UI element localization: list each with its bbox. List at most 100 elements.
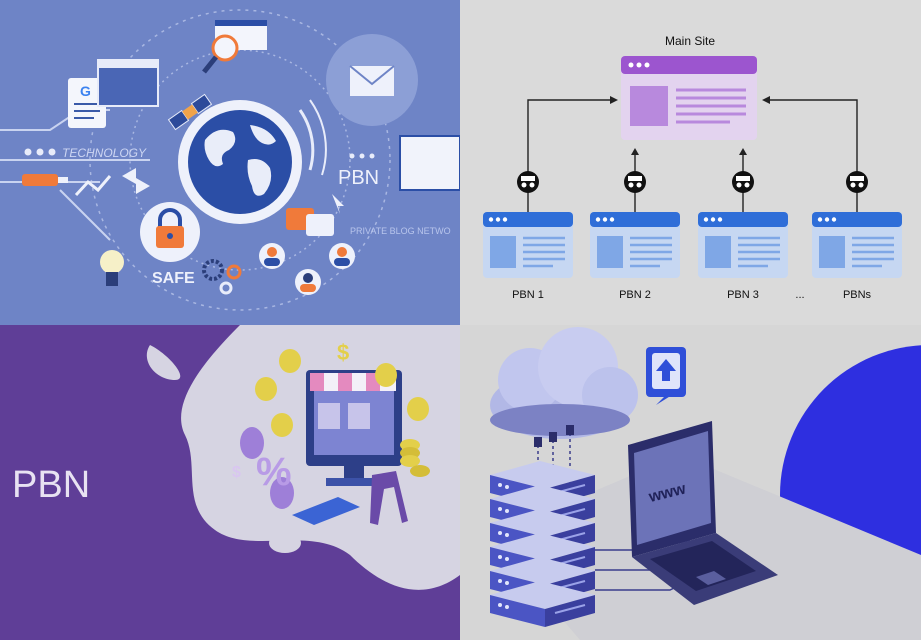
pbn-diagram: Main Site bbox=[483, 34, 902, 301]
percent-circle bbox=[270, 477, 294, 509]
pbn-diagram-panel: Main Site bbox=[460, 0, 921, 325]
dollar-icon: $ bbox=[232, 464, 241, 481]
pbn-marketing-panel: PBN % bbox=[0, 325, 460, 640]
cloud-server-illustration: www bbox=[490, 327, 921, 640]
laptop-trackpad bbox=[696, 571, 726, 585]
arrow-head bbox=[631, 148, 639, 155]
dot bbox=[369, 153, 375, 159]
incognito-icon bbox=[517, 171, 539, 193]
search-window-bar bbox=[215, 20, 267, 26]
usb-plug bbox=[58, 177, 68, 183]
gear-icon bbox=[202, 259, 224, 281]
coin-icon bbox=[271, 413, 293, 437]
easel-sign-icon bbox=[370, 471, 408, 525]
coin-icon bbox=[407, 397, 429, 421]
monitor-base bbox=[326, 478, 382, 486]
plug-icon bbox=[534, 437, 542, 447]
pbn-site-window bbox=[483, 212, 573, 278]
percent-icon: % bbox=[256, 450, 292, 494]
blob-drop bbox=[146, 345, 181, 380]
satellite-icon bbox=[167, 93, 213, 131]
laptop-screen bbox=[634, 431, 711, 545]
arrow-head bbox=[739, 148, 747, 155]
globe-continents bbox=[204, 125, 276, 196]
private-blog-network-label: PRIVATE BLOG NETWO bbox=[350, 226, 451, 236]
pbn-site-window bbox=[698, 212, 788, 278]
lock-shackle bbox=[158, 208, 182, 228]
dot bbox=[48, 148, 56, 156]
gear-icon bbox=[219, 281, 233, 295]
main-site-text-lines bbox=[676, 88, 746, 124]
main-site-label: Main Site bbox=[665, 34, 715, 48]
pbn-label: PBN 1 bbox=[512, 289, 544, 301]
technology-illustration-panel: TECHNOLOGY G bbox=[0, 0, 460, 325]
plug-icon bbox=[549, 432, 557, 442]
magnifier-handle bbox=[202, 55, 218, 74]
keyboard-icon bbox=[292, 497, 360, 525]
pbn-label: PBNs bbox=[843, 289, 872, 301]
percent-circle bbox=[240, 427, 264, 459]
upload-arrow-icon bbox=[656, 359, 676, 381]
incognito-icon bbox=[732, 171, 754, 193]
blob-drop bbox=[269, 533, 301, 553]
signal-arc bbox=[298, 109, 315, 171]
incognito-icon bbox=[624, 171, 646, 193]
main-site-titlebar bbox=[621, 56, 757, 74]
coins bbox=[255, 349, 430, 477]
envelope-flap bbox=[349, 65, 395, 86]
lightbulb-base bbox=[106, 272, 118, 286]
cloud-icon bbox=[490, 327, 638, 439]
usb-stick-icon bbox=[22, 174, 58, 186]
coin-icon bbox=[375, 363, 397, 387]
arrow-head bbox=[762, 96, 770, 104]
pbn-label: PBN 3 bbox=[727, 289, 759, 301]
chat-bubble-icon bbox=[306, 214, 334, 236]
orbit-ring-outer bbox=[89, 9, 391, 311]
laptop-keyboard bbox=[650, 541, 756, 591]
gear-icon bbox=[226, 264, 242, 280]
google-letter: G bbox=[80, 83, 91, 99]
doc-lines bbox=[74, 103, 100, 119]
shop-product bbox=[318, 403, 340, 429]
pbn-label: PBN 2 bbox=[619, 289, 651, 301]
arrow-right-icon bbox=[136, 178, 150, 194]
pbn-site-window bbox=[812, 212, 902, 278]
magnifier-icon bbox=[211, 34, 239, 62]
cursor-icon bbox=[332, 194, 344, 214]
signal-arc bbox=[309, 99, 327, 176]
coin-icon bbox=[279, 349, 301, 373]
dot bbox=[36, 148, 44, 156]
marketing-illustration: PBN % bbox=[12, 325, 460, 590]
safe-label: SAFE bbox=[152, 270, 195, 287]
pbn-label: PBN bbox=[338, 167, 379, 189]
globe-icon bbox=[188, 110, 292, 214]
dot bbox=[359, 153, 365, 159]
main-site-image bbox=[630, 86, 668, 126]
dollar-icon: $ bbox=[337, 340, 349, 365]
trend-chart-icon bbox=[74, 175, 112, 197]
people-group bbox=[259, 243, 355, 295]
arrow-left-icon bbox=[122, 168, 136, 184]
plug-icon bbox=[566, 425, 574, 435]
incognito-icon bbox=[846, 171, 868, 193]
cloud-server-panel: www bbox=[460, 325, 921, 640]
pbn-windows bbox=[483, 212, 902, 278]
dot bbox=[349, 153, 355, 159]
lock-keyhole bbox=[167, 233, 173, 239]
ellipsis-label: ... bbox=[795, 289, 804, 301]
incognito-icons bbox=[517, 171, 868, 193]
pbn-site-window bbox=[590, 212, 680, 278]
coin-icon bbox=[255, 377, 277, 401]
lightbulb-icon bbox=[100, 250, 124, 274]
server-unit bbox=[490, 581, 595, 627]
shop-product bbox=[348, 403, 370, 429]
pbn-window-icon bbox=[399, 135, 460, 191]
pbn-title: PBN bbox=[12, 464, 90, 506]
browser-bar bbox=[98, 60, 158, 68]
technology-illustration: TECHNOLOGY G bbox=[0, 9, 460, 311]
server-rack bbox=[490, 461, 595, 627]
monitor-stand bbox=[344, 466, 364, 480]
technology-label: TECHNOLOGY bbox=[62, 146, 147, 160]
dot bbox=[24, 148, 32, 156]
